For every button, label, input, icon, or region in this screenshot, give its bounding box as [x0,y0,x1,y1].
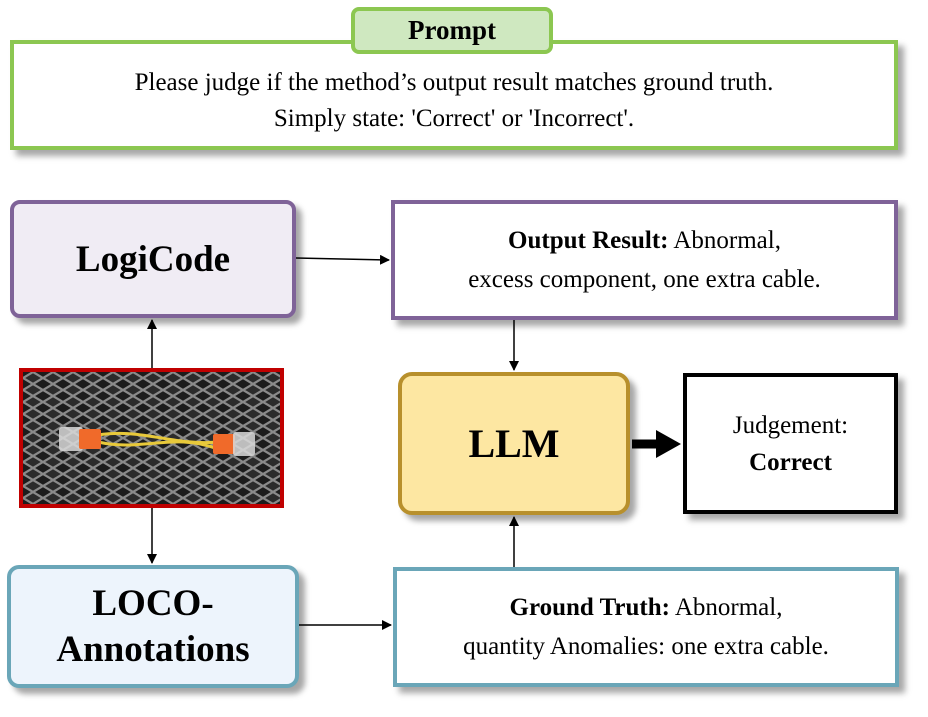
prompt-line-2: Simply state: 'Correct' or 'Incorrect'. [273,105,635,132]
logicode-box: LogiCode [10,200,296,318]
judgement-box: Judgement: Correct [683,373,898,514]
ground-truth-line-1: Ground Truth: Abnormal, [510,588,783,627]
prompt-box: Please judge if the method’s output resu… [10,40,898,150]
product-photo [23,372,280,504]
ground-truth-box: Ground Truth: Abnormal, quantity Anomali… [393,567,899,687]
output-result-value-1: Abnormal, [668,227,781,254]
loco-annotations-box: LOCO- Annotations [7,565,299,688]
output-result-line-1: Output Result: Abnormal, [508,221,781,260]
llm-box: LLM [398,372,630,515]
prompt-title: Prompt [351,7,553,54]
output-result-label: Output Result: [508,227,669,254]
loco-line-2: Annotations [56,628,250,670]
judgement-label: Judgement: [732,411,849,439]
judgement-value: Correct [749,448,832,476]
ground-truth-label: Ground Truth: [509,594,670,621]
ground-truth-value-1: Abnormal, [669,594,783,621]
arrow-logicode-to-output [295,254,390,265]
prompt-line-1: Please judge if the method’s output resu… [134,69,774,96]
loco-line-1: LOCO- [92,582,214,624]
ground-truth-line-2: quantity Anomalies: one extra cable. [463,633,829,660]
arrow-llm-to-judgement-head [656,430,681,458]
output-result-box: Output Result: Abnormal, excess componen… [391,200,898,320]
product-image [19,368,284,508]
output-result-line-2: excess component, one extra cable. [468,266,821,293]
